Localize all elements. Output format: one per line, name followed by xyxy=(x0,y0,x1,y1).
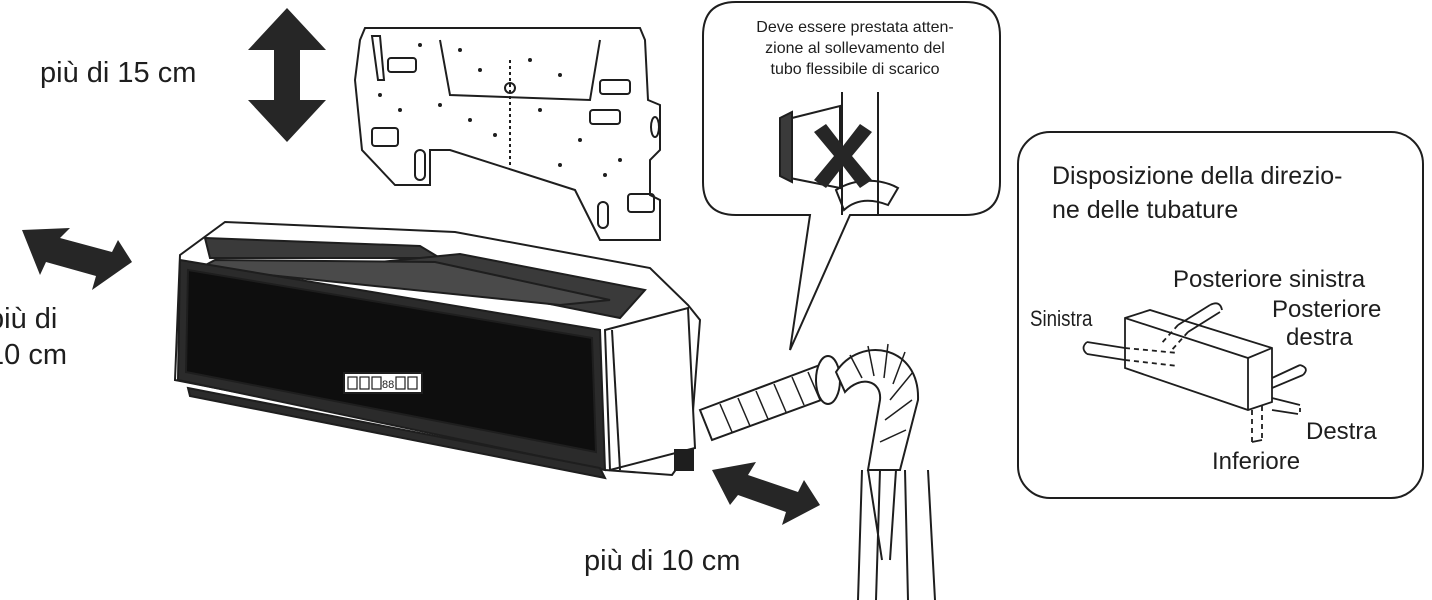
mounting-plate xyxy=(353,27,661,241)
left-clearance-label-line1: più di xyxy=(0,303,58,335)
warning-line-3: tubo flessibile di scarico xyxy=(770,60,940,78)
direction-right-label: Destra xyxy=(1306,418,1377,445)
direction-rear-left-label: Posteriore sinistra xyxy=(1173,266,1366,293)
unit-display-readout: 88 xyxy=(382,379,394,391)
piping-panel-title: Disposizione della direzio- ne delle tub… xyxy=(1052,160,1372,228)
left-clearance-label-line2: 10 cm xyxy=(0,339,67,371)
piping-diagram xyxy=(1082,302,1307,443)
warning-bubble-text: Deve essere prestata atten- zione al sol… xyxy=(730,18,980,80)
vertical-clearance-arrow xyxy=(248,8,326,142)
warning-line-1: Deve essere prestata atten- xyxy=(756,19,954,36)
piping-direction-panel xyxy=(1017,131,1424,499)
direction-bottom-label: Inferiore xyxy=(1212,448,1301,475)
left-clearance-arrow xyxy=(22,228,132,290)
direction-rear-right-label-line1: Posteriore xyxy=(1272,296,1382,323)
indoor-unit xyxy=(173,220,702,480)
direction-rear-right-label-line2: destra xyxy=(1286,324,1353,351)
piping-title-line-2: ne delle tubature xyxy=(1052,195,1239,224)
drain-hose xyxy=(698,343,936,600)
piping-title-line-1: Disposizione della direzio- xyxy=(1052,162,1343,190)
direction-left-label: Sinistra xyxy=(1030,306,1093,331)
top-clearance-label: più di 15 cm xyxy=(40,57,197,89)
mounting-plate-holes xyxy=(378,43,622,177)
prohibited-x-icon xyxy=(814,124,872,188)
bottom-clearance-label: più di 10 cm xyxy=(584,545,741,577)
bottom-clearance-arrow xyxy=(712,462,820,525)
warning-line-2: zione al sollevamento del xyxy=(765,39,945,57)
